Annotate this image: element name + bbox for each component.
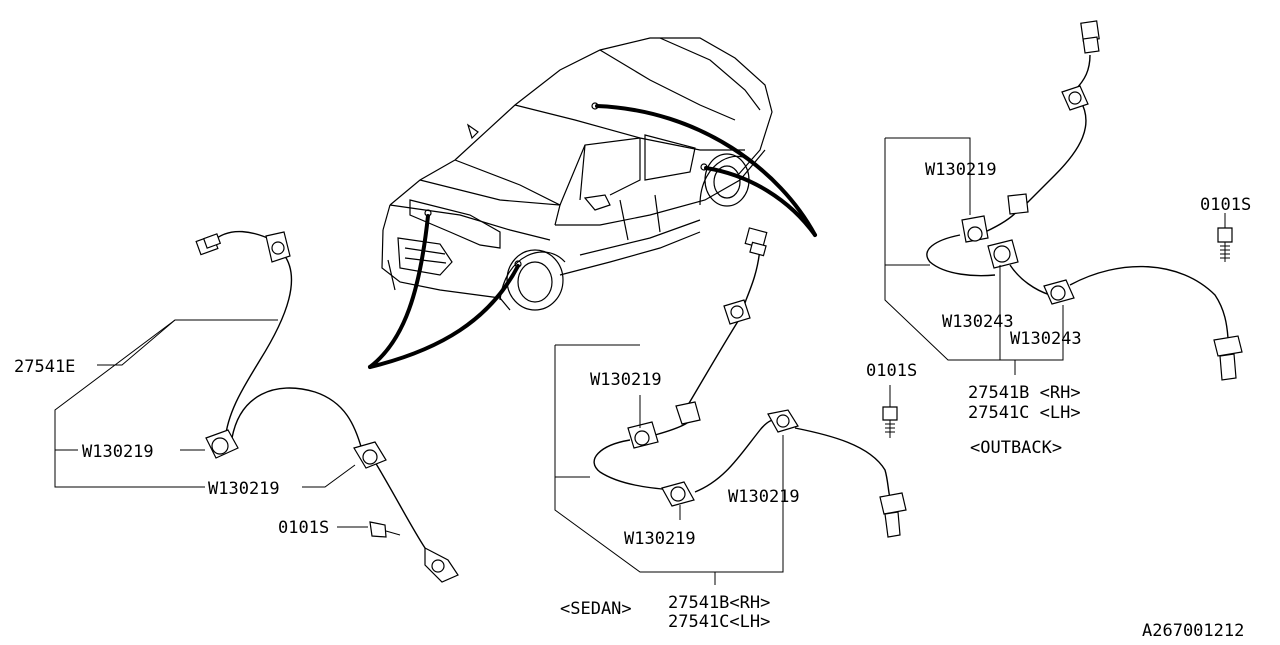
sedan-sensor-assembly: W130219 W130219 W130219 <SEDAN> 27541B<R…	[554, 227, 917, 632]
label-outback-part-rh: 27541B <RH>	[968, 383, 1081, 403]
label-sedan-bolt: 0101S	[866, 361, 917, 381]
label-outback-part-lh: 27541C <LH>	[968, 403, 1081, 423]
label-sedan-part-rh: 27541B<RH>	[668, 593, 770, 613]
label-left-bolt: 0101S	[278, 518, 329, 538]
label-outback-bolt: 0101S	[1200, 195, 1251, 215]
label-outback-clip-top: W130219	[925, 160, 997, 180]
label-sedan-clip-right: W130219	[728, 487, 800, 507]
label-left-clip-lower: W130219	[208, 479, 280, 499]
left-sensor-assembly: 27541E W130219 W130219 0101S	[14, 230, 459, 583]
label-sedan-clip-bottom: W130219	[624, 529, 696, 549]
car-illustration	[368, 37, 817, 369]
label-sedan-clip-top: W130219	[590, 370, 662, 390]
label-outback-variant: <OUTBACK>	[970, 438, 1062, 458]
outback-sensor-assembly: W130219 W130243 W130243 27541B <RH> 2754…	[884, 20, 1251, 458]
label-outback-clip-right: W130243	[1010, 329, 1082, 349]
label-outback-clip-left: W130243	[942, 312, 1014, 332]
label-sedan-variant: <SEDAN>	[560, 599, 632, 619]
diagram-code: A267001212	[1142, 621, 1244, 640]
label-sedan-part-lh: 27541C<LH>	[668, 612, 770, 632]
label-27541e: 27541E	[14, 357, 75, 377]
label-left-clip-upper: W130219	[82, 442, 154, 462]
